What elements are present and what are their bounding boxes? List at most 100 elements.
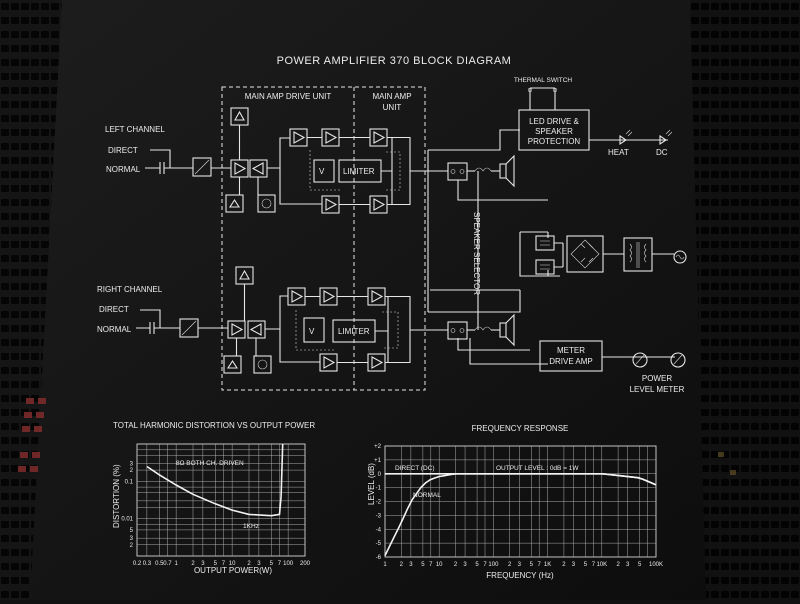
thd-grid [136, 443, 306, 557]
thd-x-tick-label: 5 [270, 561, 274, 567]
freq-x-tick-label: 3 [409, 562, 413, 568]
freq-output-level-label: OUTPUT LEVEL : 0dB = 1W [496, 465, 579, 472]
freq-x-tick-label: 2 [508, 562, 512, 568]
freq-x-tick-label: 7 [592, 562, 596, 568]
thd-x-tick-label: 2 [247, 561, 251, 567]
thd-ylabel: DISTORTION (%) [112, 464, 121, 528]
thd-y-tick-label: 3 [130, 536, 134, 542]
right-level-meter-icon [670, 352, 686, 368]
led-drive-protection-box [518, 109, 590, 151]
main-amp-drive-unit-label: MAIN AMP DRIVE UNIT [245, 92, 332, 101]
freq-x-tick-label: 10 [436, 562, 443, 568]
right-limiter-label: LIMITER [338, 327, 370, 336]
freq-x-tick-label: 2 [616, 562, 620, 568]
thd-y-tick-label: 5 [130, 528, 134, 534]
left-limiter-label: LIMITER [343, 167, 375, 176]
thd-y-tick-label: 0.1 [125, 479, 134, 485]
freq-x-tick-label: 1K [544, 562, 551, 568]
thd-x-tick-label: 3 [257, 561, 261, 567]
freq-y-tick-label: 0 [378, 472, 382, 478]
thd-x-tick-label: 10 [229, 561, 236, 567]
thd-y-tick-label: 0.01 [121, 517, 133, 523]
right-v-label: V [309, 327, 315, 336]
thd-chart: TOTAL HARMONIC DISTORTION VS OUTPUT POWE… [112, 421, 315, 575]
freq-x-tick-label: 3 [518, 562, 522, 568]
freq-y-tick-label: -2 [376, 500, 382, 506]
level-meter-label: LEVEL METER [630, 385, 685, 394]
freq-x-tick-label: 7 [429, 562, 433, 568]
left-input-filter [192, 157, 212, 177]
left-direct-label: DIRECT [108, 146, 138, 155]
thd-x-tick-label: 0.5 [155, 561, 164, 567]
led-drive-label-2: SPEAKER [535, 127, 573, 136]
thd-x-tick-label: 7 [278, 561, 282, 567]
freq-chart: FREQUENCY RESPONSE LEVEL (dB) FREQUENCY … [367, 424, 663, 580]
main-amp-unit-label-2: UNIT [383, 103, 402, 112]
freq-y-ticks: +2+10-1-2-3-4-5-6 [374, 444, 382, 561]
left-normal-label: NORMAL [106, 165, 141, 174]
freq-title: FREQUENCY RESPONSE [472, 424, 569, 433]
heat-label: HEAT [608, 148, 629, 157]
thd-freq-annotation: 1KHz [243, 523, 259, 530]
left-vent-grille [0, 0, 62, 600]
dc-led-icon [659, 129, 673, 146]
thd-curve [146, 443, 284, 517]
left-drive-blocks [225, 107, 448, 214]
freq-xlabel: FREQUENCY (Hz) [486, 571, 554, 580]
freq-x-tick-label: 1 [383, 562, 387, 568]
thd-x-tick-label: 200 [300, 561, 311, 567]
right-normal-label: NORMAL [97, 325, 132, 334]
thd-x-tick-label: 7 [222, 561, 226, 567]
heat-led-icon [619, 129, 633, 146]
freq-y-tick-label: -4 [376, 527, 382, 533]
freq-y-tick-label: -3 [376, 513, 382, 519]
thd-y-tick-label: 3 [130, 462, 134, 468]
freq-x-tick-label: 2 [400, 562, 404, 568]
right-input-wiring [136, 309, 180, 334]
freq-normal-label: NORMAL [413, 492, 441, 499]
thd-xlabel: OUTPUT POWER(W) [194, 566, 272, 575]
meter-drive-label-1: METER [557, 346, 585, 355]
ac-source-icon [673, 250, 687, 264]
speaker-selector-label: SPEAKER SELECTOR [472, 212, 481, 295]
freq-x-tick-label: 5 [584, 562, 588, 568]
thd-y-tick-label: 2 [130, 468, 134, 474]
freq-x-tick-label: 100K [649, 562, 663, 568]
dc-label: DC [656, 148, 668, 157]
freq-x-tick-label: 3 [572, 562, 576, 568]
meter-drive-label-2: DRIVE AMP [549, 357, 593, 366]
thd-y-tick-label: 2 [130, 543, 134, 549]
thd-x-tick-label: 0.2 [133, 561, 142, 567]
power-label: POWER [642, 374, 672, 383]
led-drive-label-3: PROTECTION [528, 137, 581, 146]
block-diagram: POWER AMPLIFIER 370 BLOCK DIAGRAM MAIN A… [97, 55, 687, 394]
freq-y-tick-label: -5 [376, 541, 382, 547]
freq-x-tick-label: 2 [562, 562, 566, 568]
led-drive-label-1: LED DRIVE & [529, 117, 579, 126]
freq-x-tick-label: 5 [530, 562, 534, 568]
thd-x-tick-label: 5 [214, 561, 218, 567]
freq-grid [384, 445, 657, 558]
freq-x-tick-label: 5 [475, 562, 479, 568]
meter-drive-amp-box [539, 340, 603, 372]
left-v-label: V [319, 167, 325, 176]
power-supply [519, 231, 687, 277]
freq-x-tick-label: 5 [638, 562, 642, 568]
freq-x-tick-label: 10K [596, 562, 607, 568]
freq-x-tick-label: 5 [421, 562, 425, 568]
freq-y-tick-label: +2 [374, 444, 382, 450]
freq-x-tick-label: 7 [483, 562, 487, 568]
thd-x-tick-label: 3 [201, 561, 205, 567]
thd-load-annotation: 8Ω BOTH CH. DRIVEN [176, 460, 244, 467]
main-amp-unit-label-1: MAIN AMP [372, 92, 411, 101]
right-vent-grille [690, 0, 800, 600]
freq-y-tick-label: -1 [376, 486, 382, 492]
diagram-title: POWER AMPLIFIER 370 BLOCK DIAGRAM [277, 55, 512, 67]
freq-x-tick-label: 3 [626, 562, 630, 568]
main-amp-drive-unit-frame [221, 86, 426, 391]
thd-x-tick-label: 0.7 [163, 561, 172, 567]
